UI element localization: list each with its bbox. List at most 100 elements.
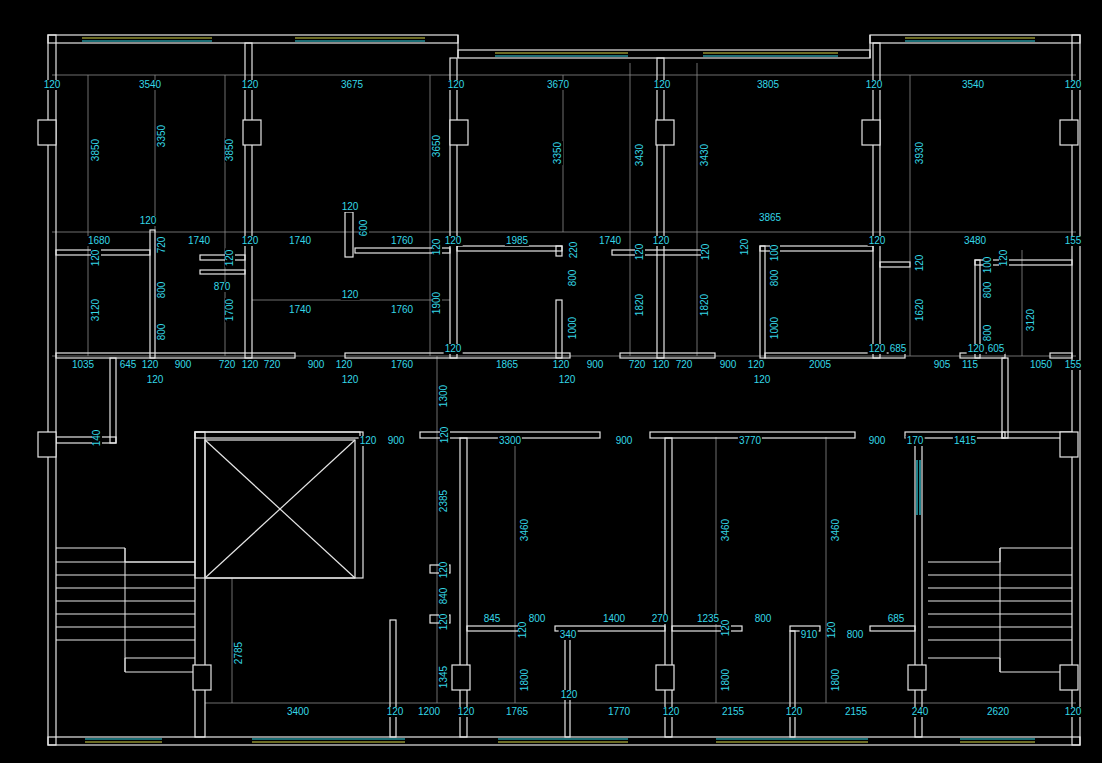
dimension-text: 3930	[915, 141, 925, 165]
dimension-text: 800	[983, 281, 993, 300]
dimension-text: 120	[740, 238, 750, 257]
dimension-text: 120	[439, 561, 449, 580]
elevator	[195, 432, 363, 578]
dimension-text: 120	[662, 707, 681, 717]
dimension-text: 1740	[187, 236, 211, 246]
dimension-text: 800	[770, 269, 780, 288]
dimension-text: 120	[558, 375, 577, 385]
dimension-text: 340	[559, 630, 578, 640]
dimension-text: 645	[119, 360, 138, 370]
dimension-text: 120	[1064, 707, 1083, 717]
dimension-text: 120	[868, 344, 887, 354]
dimension-text: 120	[341, 290, 360, 300]
dimension-text: 1035	[71, 360, 95, 370]
dimension-text: 1620	[915, 298, 925, 322]
dimension-text: 1900	[432, 291, 442, 315]
dimension-text: 910	[800, 630, 819, 640]
dimension-text: 685	[887, 614, 906, 624]
dimension-text: 3430	[635, 143, 645, 167]
dimension-text: 120	[241, 236, 260, 246]
dimension-text: 800	[157, 281, 167, 300]
dimension-text: 3540	[961, 80, 985, 90]
dimension-text: 1415	[953, 436, 977, 446]
dimension-text: 120	[785, 707, 804, 717]
dimension-text: 3850	[225, 138, 235, 162]
dimension-text: 120	[359, 436, 378, 446]
dimension-text: 170	[906, 436, 925, 446]
dimension-text: 3650	[432, 134, 442, 158]
dimension-text: 240	[911, 707, 930, 717]
dimension-text: 120	[146, 375, 165, 385]
dimension-text: 1800	[721, 668, 731, 692]
dimension-text: 120	[335, 360, 354, 370]
dimension-text: 870	[213, 282, 232, 292]
dimension-text: 845	[483, 614, 502, 624]
dimension-text: 1770	[607, 707, 631, 717]
dimension-text: 120	[827, 621, 837, 640]
dimension-text: 1345	[439, 665, 449, 689]
dimension-text: 3770	[738, 436, 762, 446]
dimension-text: 120	[701, 243, 711, 262]
dimension-text: 120	[915, 254, 925, 273]
dimension-text: 1235	[696, 614, 720, 624]
dimension-text: 120	[141, 360, 160, 370]
dimension-text: 120	[560, 690, 579, 700]
dimension-text: 1740	[288, 305, 312, 315]
dimension-text: 900	[615, 436, 634, 446]
dimension-text: 120	[447, 80, 466, 90]
stairs	[56, 548, 1072, 672]
dimension-text: 120	[444, 236, 463, 246]
dimension-text: 900	[387, 436, 406, 446]
dimension-text: 720	[157, 236, 167, 255]
dimension-text: 3350	[157, 124, 167, 148]
dimension-text: 900	[307, 360, 326, 370]
dimension-text: 3300	[498, 436, 522, 446]
dimension-text: 1760	[390, 236, 414, 246]
dimension-text: 120	[432, 238, 442, 257]
dimension-text: 1400	[602, 614, 626, 624]
columns	[38, 120, 1078, 690]
dimension-text: 1865	[495, 360, 519, 370]
dimension-text: 155	[1064, 236, 1083, 246]
dimension-text: 2155	[721, 707, 745, 717]
dimension-text: 120	[225, 249, 235, 268]
dimension-text: 120	[552, 360, 571, 370]
dimension-text: 2785	[234, 641, 244, 665]
dimension-text: 685	[889, 344, 908, 354]
dimension-text: 1820	[700, 293, 710, 317]
dimension-text: 155	[1064, 360, 1083, 370]
dimension-text: 1680	[87, 236, 111, 246]
dimension-text: 3120	[1026, 308, 1036, 332]
dimension-text: 120	[91, 249, 101, 268]
dimension-text: 120	[386, 707, 405, 717]
dimension-text: 900	[868, 436, 887, 446]
dimension-text: 120	[457, 707, 476, 717]
dimension-text: 120	[635, 243, 645, 262]
dimension-text: 1800	[831, 668, 841, 692]
windows	[82, 38, 1035, 742]
dimension-text: 2155	[844, 707, 868, 717]
dimension-text: 800	[846, 630, 865, 640]
dimension-text: 3850	[91, 138, 101, 162]
dimension-text: 100	[770, 244, 780, 263]
dimension-text: 120	[652, 360, 671, 370]
dimension-text: 3480	[963, 236, 987, 246]
dimension-text: 120	[518, 621, 528, 640]
dimension-text: 3675	[340, 80, 364, 90]
dimension-text: 720	[675, 360, 694, 370]
dimension-text: 3120	[91, 298, 101, 322]
dimension-text: 3460	[721, 518, 731, 542]
dimension-text: 600	[359, 219, 369, 238]
dimension-text: 120	[439, 613, 449, 632]
dimension-text: 120	[440, 426, 450, 445]
dimension-text: 100	[983, 256, 993, 275]
dimension-text: 120	[747, 360, 766, 370]
dimension-text: 120	[1064, 80, 1083, 90]
dimension-text: 1000	[568, 316, 578, 340]
dimension-text: 120	[43, 80, 62, 90]
dimension-text: 2385	[439, 489, 449, 513]
dimension-text: 1820	[635, 293, 645, 317]
dimension-text: 1050	[1029, 360, 1053, 370]
